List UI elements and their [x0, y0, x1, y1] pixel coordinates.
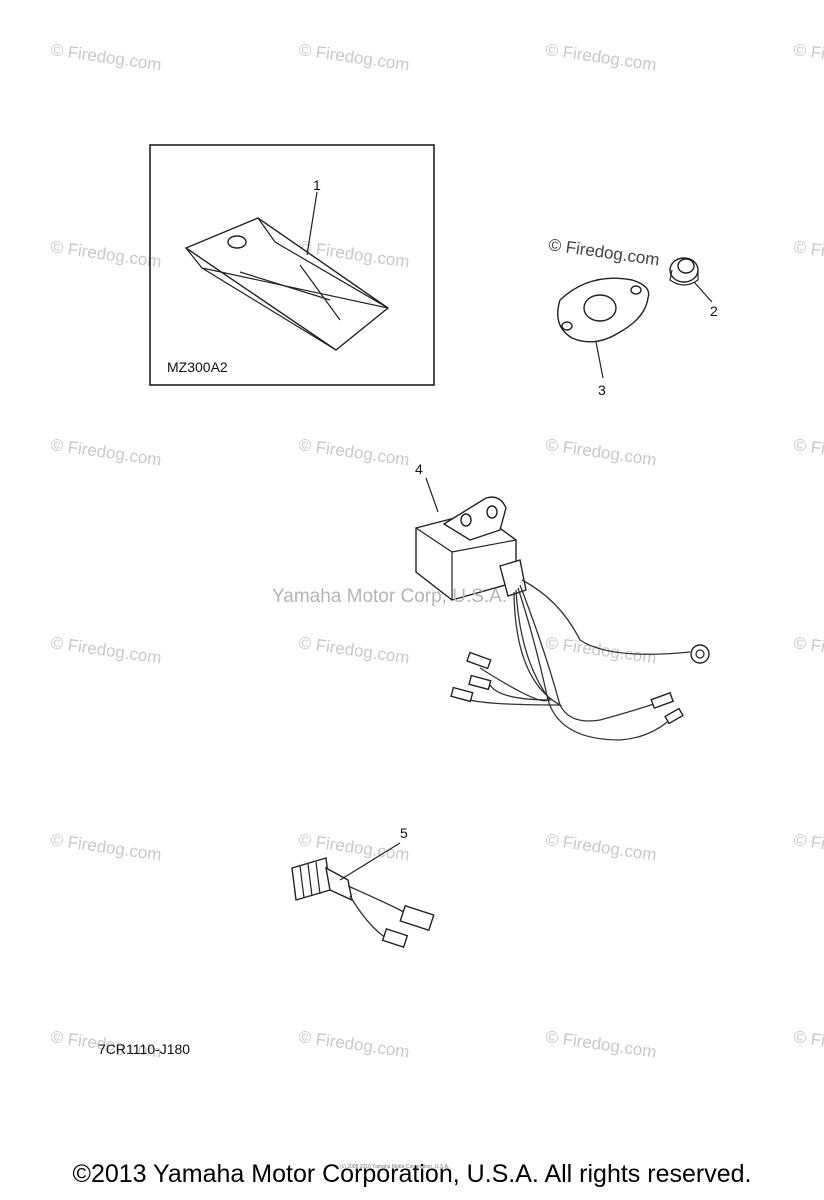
watermark: © Firedog.com	[297, 40, 410, 74]
tiny-credit: (c) 2008 2010 Yamaha Motor Corporation, …	[340, 1164, 449, 1170]
diagram-code: 7CR1110-J180	[98, 1041, 190, 1057]
callout-1: 1	[313, 177, 321, 193]
part-5-wire-harness	[291, 857, 435, 948]
leader-line	[306, 191, 318, 256]
watermark: © Firedog.com	[297, 435, 410, 469]
watermark: © Firedog.com	[792, 1027, 824, 1061]
callout-5: 5	[400, 825, 408, 841]
watermark: © Firedog.com	[792, 237, 824, 271]
part-1-spark-plug-pouch	[184, 217, 390, 351]
watermark: © Firedog.com	[297, 1027, 410, 1061]
watermark: © Firedog.com	[792, 435, 824, 469]
part-3-gasket-plate	[557, 277, 650, 343]
watermark: © Firedog.com	[547, 235, 660, 269]
watermark: © Firedog.com	[49, 435, 162, 469]
callout-4: 4	[415, 461, 423, 477]
watermark: © Firedog.com	[544, 633, 657, 667]
leader-line	[339, 842, 401, 881]
callout-3: 3	[598, 382, 606, 398]
watermark: © Firedog.com	[49, 237, 162, 271]
part-4-cdi-unit	[415, 496, 710, 741]
watermark: © Firedog.com	[544, 40, 657, 74]
watermark: © Firedog.com	[49, 40, 162, 74]
box-code: MZ300A2	[167, 359, 228, 375]
kit-box	[149, 144, 435, 386]
watermark: © Firedog.com	[544, 1027, 657, 1061]
center-watermark: Yamaha Motor Corp, U.S.A.	[272, 586, 507, 607]
part-2-nut	[669, 257, 699, 286]
watermark: © Firedog.com	[792, 40, 824, 74]
leader-line	[425, 477, 439, 513]
watermark: © Firedog.com	[544, 830, 657, 864]
watermark: © Firedog.com	[49, 830, 162, 864]
watermark: © Firedog.com	[792, 633, 824, 667]
watermark: © Firedog.com	[544, 435, 657, 469]
callout-2: 2	[710, 303, 718, 319]
leader-line	[595, 341, 604, 379]
copyright-footer: ©2013 Yamaha Motor Corporation, U.S.A. A…	[72, 1160, 752, 1188]
watermark: © Firedog.com	[297, 633, 410, 667]
watermark: © Firedog.com	[792, 830, 824, 864]
watermark: © Firedog.com	[49, 633, 162, 667]
leader-line	[693, 281, 713, 303]
